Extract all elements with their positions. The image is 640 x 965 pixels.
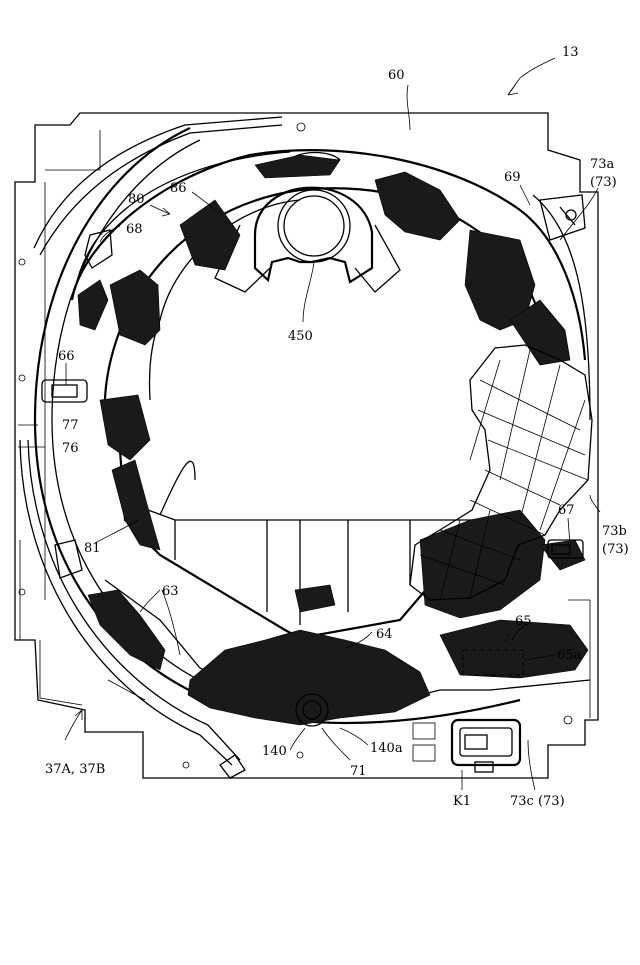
label-64: 64 [376,627,393,642]
label-73a: 73a [590,157,615,172]
label-37a-37b: 37A, 37B [45,762,105,777]
label-73c: 73c (73) [510,794,565,809]
label-k1: K1 [453,794,471,809]
label-67: 67 [558,503,575,518]
label-69: 69 [504,170,521,185]
label-77: 77 [62,418,79,433]
unit-k1 [452,720,520,772]
label-68: 68 [126,222,143,237]
label-66: 66 [58,349,75,364]
label-65: 65 [515,614,532,629]
label-80: 80 [128,192,145,207]
label-450: 450 [288,329,313,344]
label-86: 86 [170,181,187,196]
label-73b-paren: (73) [602,542,629,557]
label-81: 81 [84,541,101,556]
label-73a-paren: (73) [590,175,617,190]
label-73b: 73b [602,524,627,539]
label-76: 76 [62,441,79,456]
bottom-ornament-64 [188,585,430,726]
label-65a: 65a [557,648,582,663]
label-13: 13 [562,45,579,60]
label-140a: 140a [370,741,403,756]
label-60: 60 [388,68,405,83]
label-71: 71 [350,764,367,779]
label-63: 63 [162,584,179,599]
label-140: 140 [262,744,287,759]
